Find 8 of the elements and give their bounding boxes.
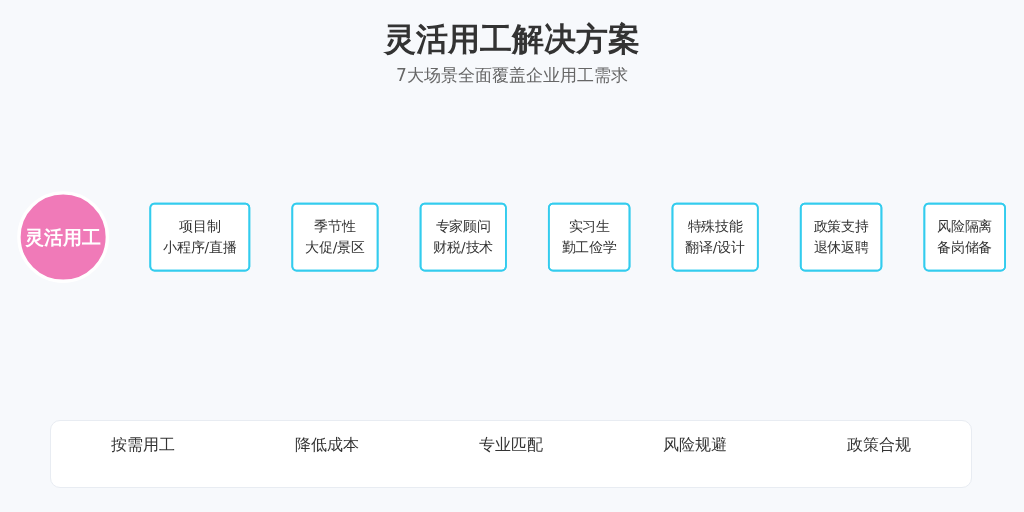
- node-circle: 灵活用工: [17, 191, 110, 283]
- feature-label: 按需用工: [111, 435, 175, 456]
- feature-label: 风险规避: [663, 435, 727, 456]
- title: 灵活用工解决方案: [382, 19, 641, 60]
- feature-label: 政策合规: [847, 435, 911, 456]
- subtitle: 7大场景全面覆盖企业用工需求: [395, 64, 629, 87]
- feature-label: 专业匹配: [479, 435, 543, 456]
- feature-label: 降低成本: [295, 435, 359, 456]
